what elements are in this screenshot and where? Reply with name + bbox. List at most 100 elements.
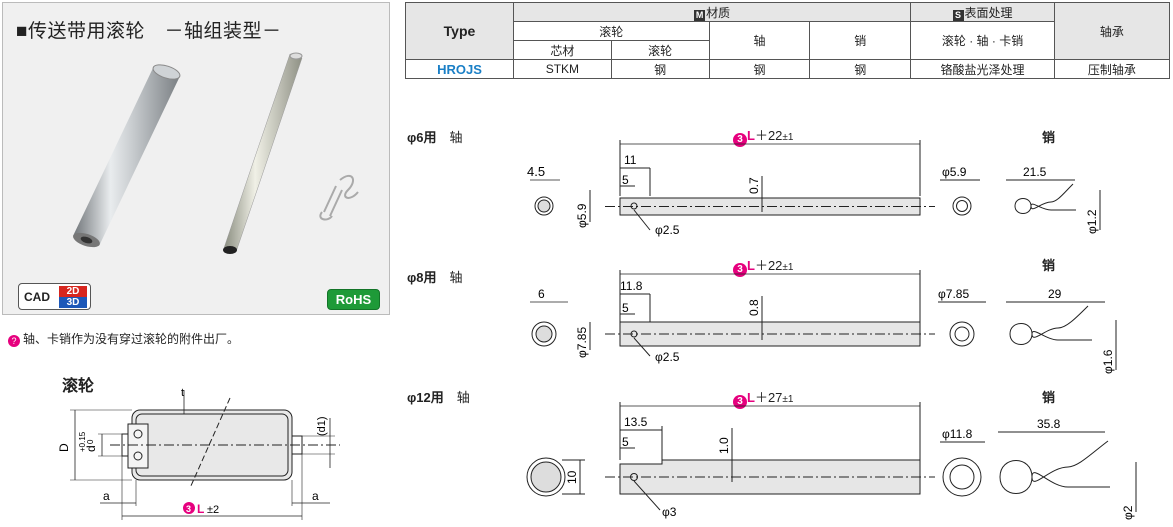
- roller-d-label: d: [84, 445, 98, 452]
- roller-drawing: D d +0.15 0 t (d1) a a 3 L ±2: [57, 388, 340, 520]
- roller-d1-label: (d1): [316, 416, 328, 436]
- hole-pos-6: 11: [624, 153, 637, 167]
- cad-2d-badge: 2D: [59, 286, 87, 297]
- cell-surface: 铬酸盐光泽处理: [910, 59, 1055, 79]
- section-12-shaft-word: 轴: [456, 390, 470, 405]
- section-8-size: φ8用: [407, 270, 437, 285]
- dia-6: φ5.9: [575, 203, 589, 228]
- L-extra-6: ＋22: [754, 128, 783, 143]
- pin-photo: [319, 174, 359, 221]
- roller-L-num: 3: [186, 504, 191, 514]
- cell-pin: 钢: [809, 59, 912, 79]
- material-header-text: 材质: [706, 5, 731, 20]
- hole-pos-8: 11.8: [620, 279, 643, 293]
- section-label-12: φ12用 轴: [407, 387, 470, 406]
- roller-t-label: t: [181, 388, 184, 399]
- roller-d-tol-lower: 0: [86, 439, 95, 444]
- end-dim-8: 6: [538, 287, 545, 301]
- section-label-8: φ8用 轴: [407, 267, 463, 286]
- L-6: L: [747, 128, 755, 143]
- roller-group-header: 滚轮: [512, 21, 710, 41]
- pin-label-12: 销: [1042, 390, 1056, 405]
- roller-d-tol-upper: +0.15: [78, 431, 87, 452]
- slot-6: 5: [622, 173, 629, 187]
- end-dia-8: φ7.85: [938, 287, 969, 301]
- roller-L-tol: ±2: [207, 504, 219, 516]
- product-photo: [73, 52, 359, 254]
- end-dia-12: φ11.8: [942, 427, 973, 441]
- L-num-8: 3: [733, 263, 747, 277]
- surface-sub-header: 滚轮 · 轴 · 卡销: [910, 21, 1055, 60]
- roller-a-left: a: [103, 489, 110, 503]
- cell-shaft: 钢: [708, 59, 811, 79]
- section-8-shaft-word: 轴: [449, 270, 463, 285]
- L-tol-6: ±1: [782, 132, 794, 143]
- L-num-12: 3: [733, 395, 747, 409]
- cad-3d-badge: 3D: [59, 297, 87, 308]
- shaft-drawing-6: 4.5 φ5.9 11 5 0.7 φ2.5 φ5.9 21.5 φ1.2: [527, 140, 1101, 237]
- cell-core: STKM: [512, 59, 612, 79]
- roller-title: 滚轮: [62, 378, 95, 395]
- surface-header-text: 表面处理: [964, 5, 1013, 20]
- table-row: HROJS STKM 钢 钢 钢 铬酸盐光泽处理 压制轴承: [405, 59, 1171, 79]
- flat-6: 0.7: [747, 177, 761, 194]
- hole-6: φ2.5: [655, 223, 680, 237]
- L-extra-8: ＋22: [754, 258, 783, 273]
- bearing-header: 轴承: [1053, 2, 1171, 60]
- product-title: ■传送带用滚轮 －轴组装型－: [16, 21, 282, 42]
- L-extra-12: ＋27: [754, 390, 783, 405]
- pin-len-12: 35.8: [1037, 417, 1061, 431]
- cad-badge[interactable]: CAD 2D 3D: [18, 283, 91, 310]
- surface-mark-icon: S: [952, 9, 964, 21]
- hole-pos-12: 13.5: [624, 415, 648, 429]
- flat-12: 1.0: [717, 437, 731, 454]
- end-dim-6: 4.5: [527, 164, 545, 179]
- pin-dia-12: φ2: [1121, 505, 1135, 520]
- pin-header: 销: [809, 21, 912, 60]
- pin-label-8: 销: [1042, 258, 1056, 273]
- shaft-photo: [223, 52, 303, 254]
- roller-sub-header: 滚轮: [610, 40, 710, 60]
- info-icon: ?: [8, 335, 20, 347]
- slot-8: 5: [622, 301, 629, 315]
- cad-label: CAD: [24, 290, 50, 304]
- roller-D-label: D: [57, 443, 71, 452]
- type-code[interactable]: HROJS: [405, 59, 514, 79]
- L-tol-8: ±1: [782, 262, 794, 273]
- core-header: 芯材: [512, 40, 612, 60]
- pin-dia-8: φ1.6: [1101, 349, 1115, 374]
- cell-bearing: 压制轴承: [1053, 59, 1171, 79]
- slot-12: 5: [622, 435, 629, 449]
- roller-a-right: a: [312, 489, 319, 503]
- rohs-badge: RoHS: [327, 289, 380, 310]
- material-mark-icon: M: [694, 9, 706, 21]
- type-header: Type: [405, 2, 514, 60]
- roller-L-label: L: [197, 502, 204, 516]
- L-8: L: [747, 258, 755, 273]
- end-dia-6: φ5.9: [942, 165, 967, 179]
- shaft-header: 轴: [708, 21, 811, 60]
- pin-len-6: 21.5: [1023, 165, 1047, 179]
- pin-len-8: 29: [1048, 287, 1062, 301]
- dia-8: φ7.85: [575, 327, 589, 358]
- section-6-size: φ6用: [407, 130, 437, 145]
- attachment-note: ?轴、卡销作为没有穿过滚轮的附件出厂。: [8, 330, 239, 347]
- section-12-size: φ12用: [407, 390, 444, 405]
- pin-dia-6: φ1.2: [1085, 209, 1099, 234]
- pin-label-6: 销: [1042, 130, 1056, 145]
- product-photo-panel: [2, 2, 390, 315]
- section-6-shaft-word: 轴: [449, 130, 463, 145]
- L-tol-12: ±1: [782, 394, 794, 405]
- cell-roller: 钢: [610, 59, 710, 79]
- shaft-drawing-12: 10 13.5 5 1.0 φ3 φ11.8 35.8 φ2: [526, 402, 1137, 520]
- shaft-drawing-8: 6 φ7.85 11.8 5 0.8 φ2.5 φ7.85 29 φ1.6: [530, 270, 1117, 374]
- section-label-6: φ6用 轴: [407, 127, 463, 146]
- L-num-6: 3: [733, 133, 747, 147]
- roller-photo: [73, 64, 181, 248]
- flat-8: 0.8: [747, 299, 761, 316]
